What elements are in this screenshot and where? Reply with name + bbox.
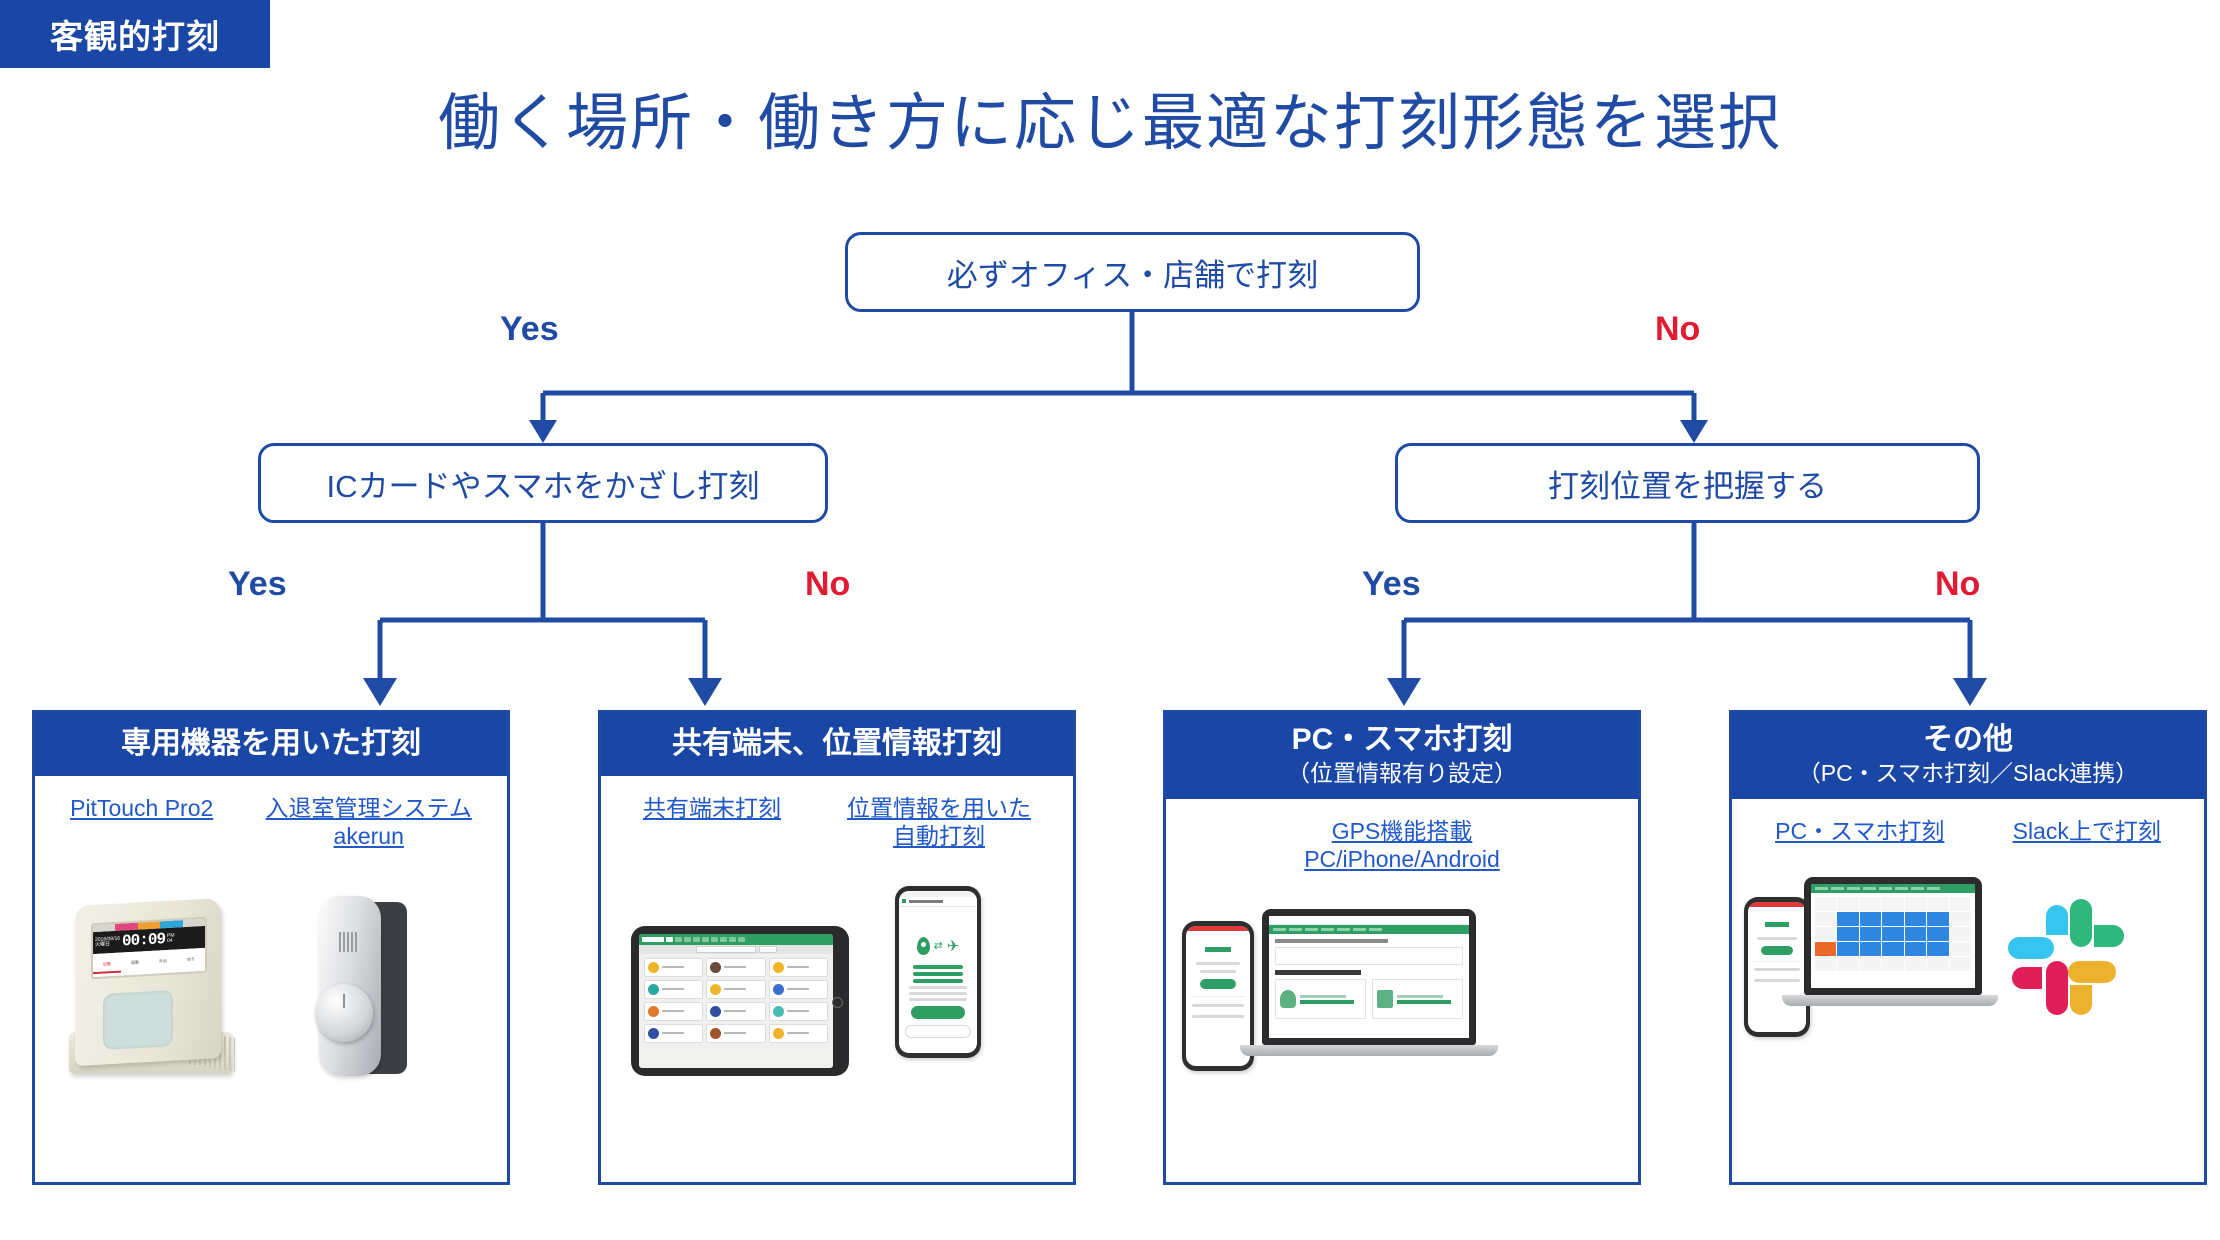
branch-label-left-yes: Yes (228, 565, 287, 603)
link-pittouch-pro2[interactable]: PitTouch Pro2 (70, 794, 214, 821)
result-card-media (1732, 851, 2204, 1182)
akerun-device-image (297, 880, 447, 1090)
result-card-subtitle: （位置情報有り設定） (1287, 759, 1517, 786)
result-card-title: 専用機器を用いた打刻 (121, 727, 421, 760)
result-card-shared-terminal: 共有端末、位置情報打刻 共有端末打刻 位置情報を用いた自動打刻 (598, 710, 1076, 1185)
branch-label-right-yes: Yes (1362, 565, 1421, 603)
result-card-title: PC・スマホ打刻 (1291, 723, 1513, 756)
section-badge-label: 客観的打刻 (50, 18, 220, 55)
result-card-subtitle: （PC・スマホ打刻／Slack連携） (1797, 759, 2139, 786)
branch-label-right-no: No (1935, 565, 1981, 603)
result-card-title: 共有端末、位置情報打刻 (672, 727, 1002, 760)
branch-label-root-no: No (1655, 310, 1701, 348)
page-title: 働く場所・働き方に応じ最適な打刻形態を選択 (437, 89, 1782, 158)
link-shared-terminal-stamp[interactable]: 共有端末打刻 (643, 794, 781, 821)
branch-label-left-no: No (805, 565, 851, 603)
result-card-header: 専用機器を用いた打刻 (35, 713, 507, 776)
decision-node-root-label: 必ずオフィス・店舗で打刻 (946, 257, 1319, 293)
laptop-calendar-image (1782, 877, 1998, 1007)
decision-node-ic-card: ICカードやスマホをかざし打刻 (258, 443, 828, 523)
result-card-header: PC・スマホ打刻 （位置情報有り設定） (1166, 713, 1638, 800)
tablet-employee-list-image (625, 904, 861, 1094)
result-card-links: 共有端末打刻 位置情報を用いた自動打刻 (601, 776, 1073, 856)
smartphone-location-permission-image: ⇄ ✈ (895, 885, 981, 1058)
slack-logo-icon (2008, 899, 2128, 1019)
decision-node-location: 打刻位置を把握する (1395, 443, 1980, 523)
laptop-hr-dashboard-image (1240, 909, 1498, 1057)
result-card-links: PC・スマホ打刻 Slack上で打刻 (1732, 799, 2204, 851)
smartphone-attendance-app-image (1744, 897, 1810, 1038)
branch-label-root-yes: Yes (500, 310, 559, 348)
link-location-auto-stamp[interactable]: 位置情報を用いた自動打刻 (847, 794, 1031, 849)
decision-node-ic-card-label: ICカードやスマホをかざし打刻 (326, 468, 760, 504)
link-pc-smartphone-stamp[interactable]: PC・スマホ打刻 (1775, 818, 1945, 845)
section-badge: 客観的打刻 (0, 0, 270, 68)
result-card-header: その他 （PC・スマホ打刻／Slack連携） (1732, 713, 2204, 800)
decision-node-root: 必ずオフィス・店舗で打刻 (845, 232, 1420, 312)
result-card-other: その他 （PC・スマホ打刻／Slack連携） PC・スマホ打刻 Slack上で打… (1729, 710, 2207, 1185)
decision-node-location-label: 打刻位置を把握する (1548, 468, 1827, 504)
link-slack-stamp[interactable]: Slack上で打刻 (2012, 818, 2161, 845)
result-card-header: 共有端末、位置情報打刻 (601, 713, 1073, 776)
result-card-title: その他 (1923, 723, 2013, 756)
result-card-media: ⇄ ✈ (601, 856, 1073, 1182)
result-card-media (1166, 879, 1638, 1182)
smartphone-attendance-app-image (1182, 921, 1254, 1072)
